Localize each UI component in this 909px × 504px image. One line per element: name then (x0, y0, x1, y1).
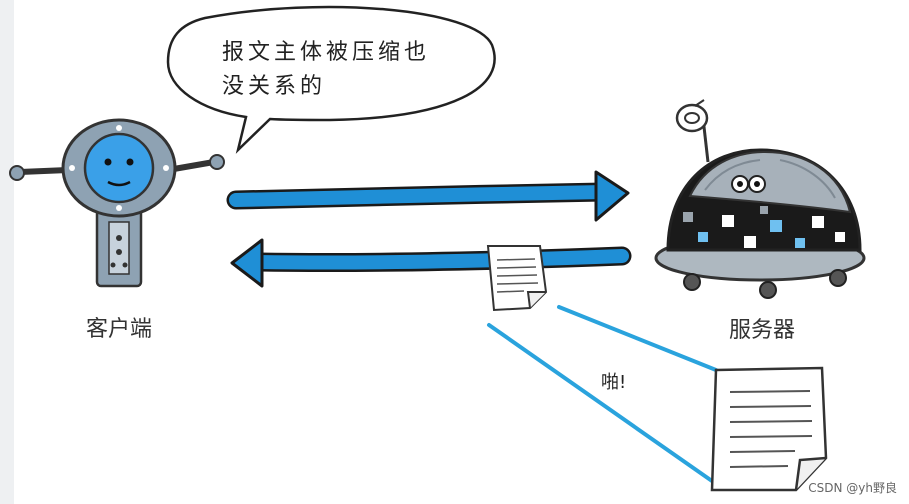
speech-bubble-line-1: 报文主体被压缩也 (222, 40, 431, 65)
speech-bubble-line-2: 没关系的 (222, 74, 327, 99)
client-robot-icon (9, 118, 225, 288)
expansion-line-upper (557, 305, 718, 372)
server-robot-icon (654, 99, 866, 299)
speech-bubble-icon (166, 5, 496, 154)
speech-bubble-text: 报文主体被压缩也 没关系的 (222, 36, 462, 104)
expansion-line-lower (487, 323, 724, 490)
sound-effect-label: 啪! (601, 372, 627, 393)
left-edge-strip (0, 0, 14, 504)
request-arrow (226, 170, 630, 222)
watermark: CSDN @yh野良 (808, 481, 897, 495)
server-label: 服务器 (729, 318, 796, 343)
document-large-icon (710, 366, 828, 492)
response-arrow (230, 238, 632, 288)
client-label: 客户端 (86, 317, 153, 342)
document-small-icon (486, 245, 548, 312)
